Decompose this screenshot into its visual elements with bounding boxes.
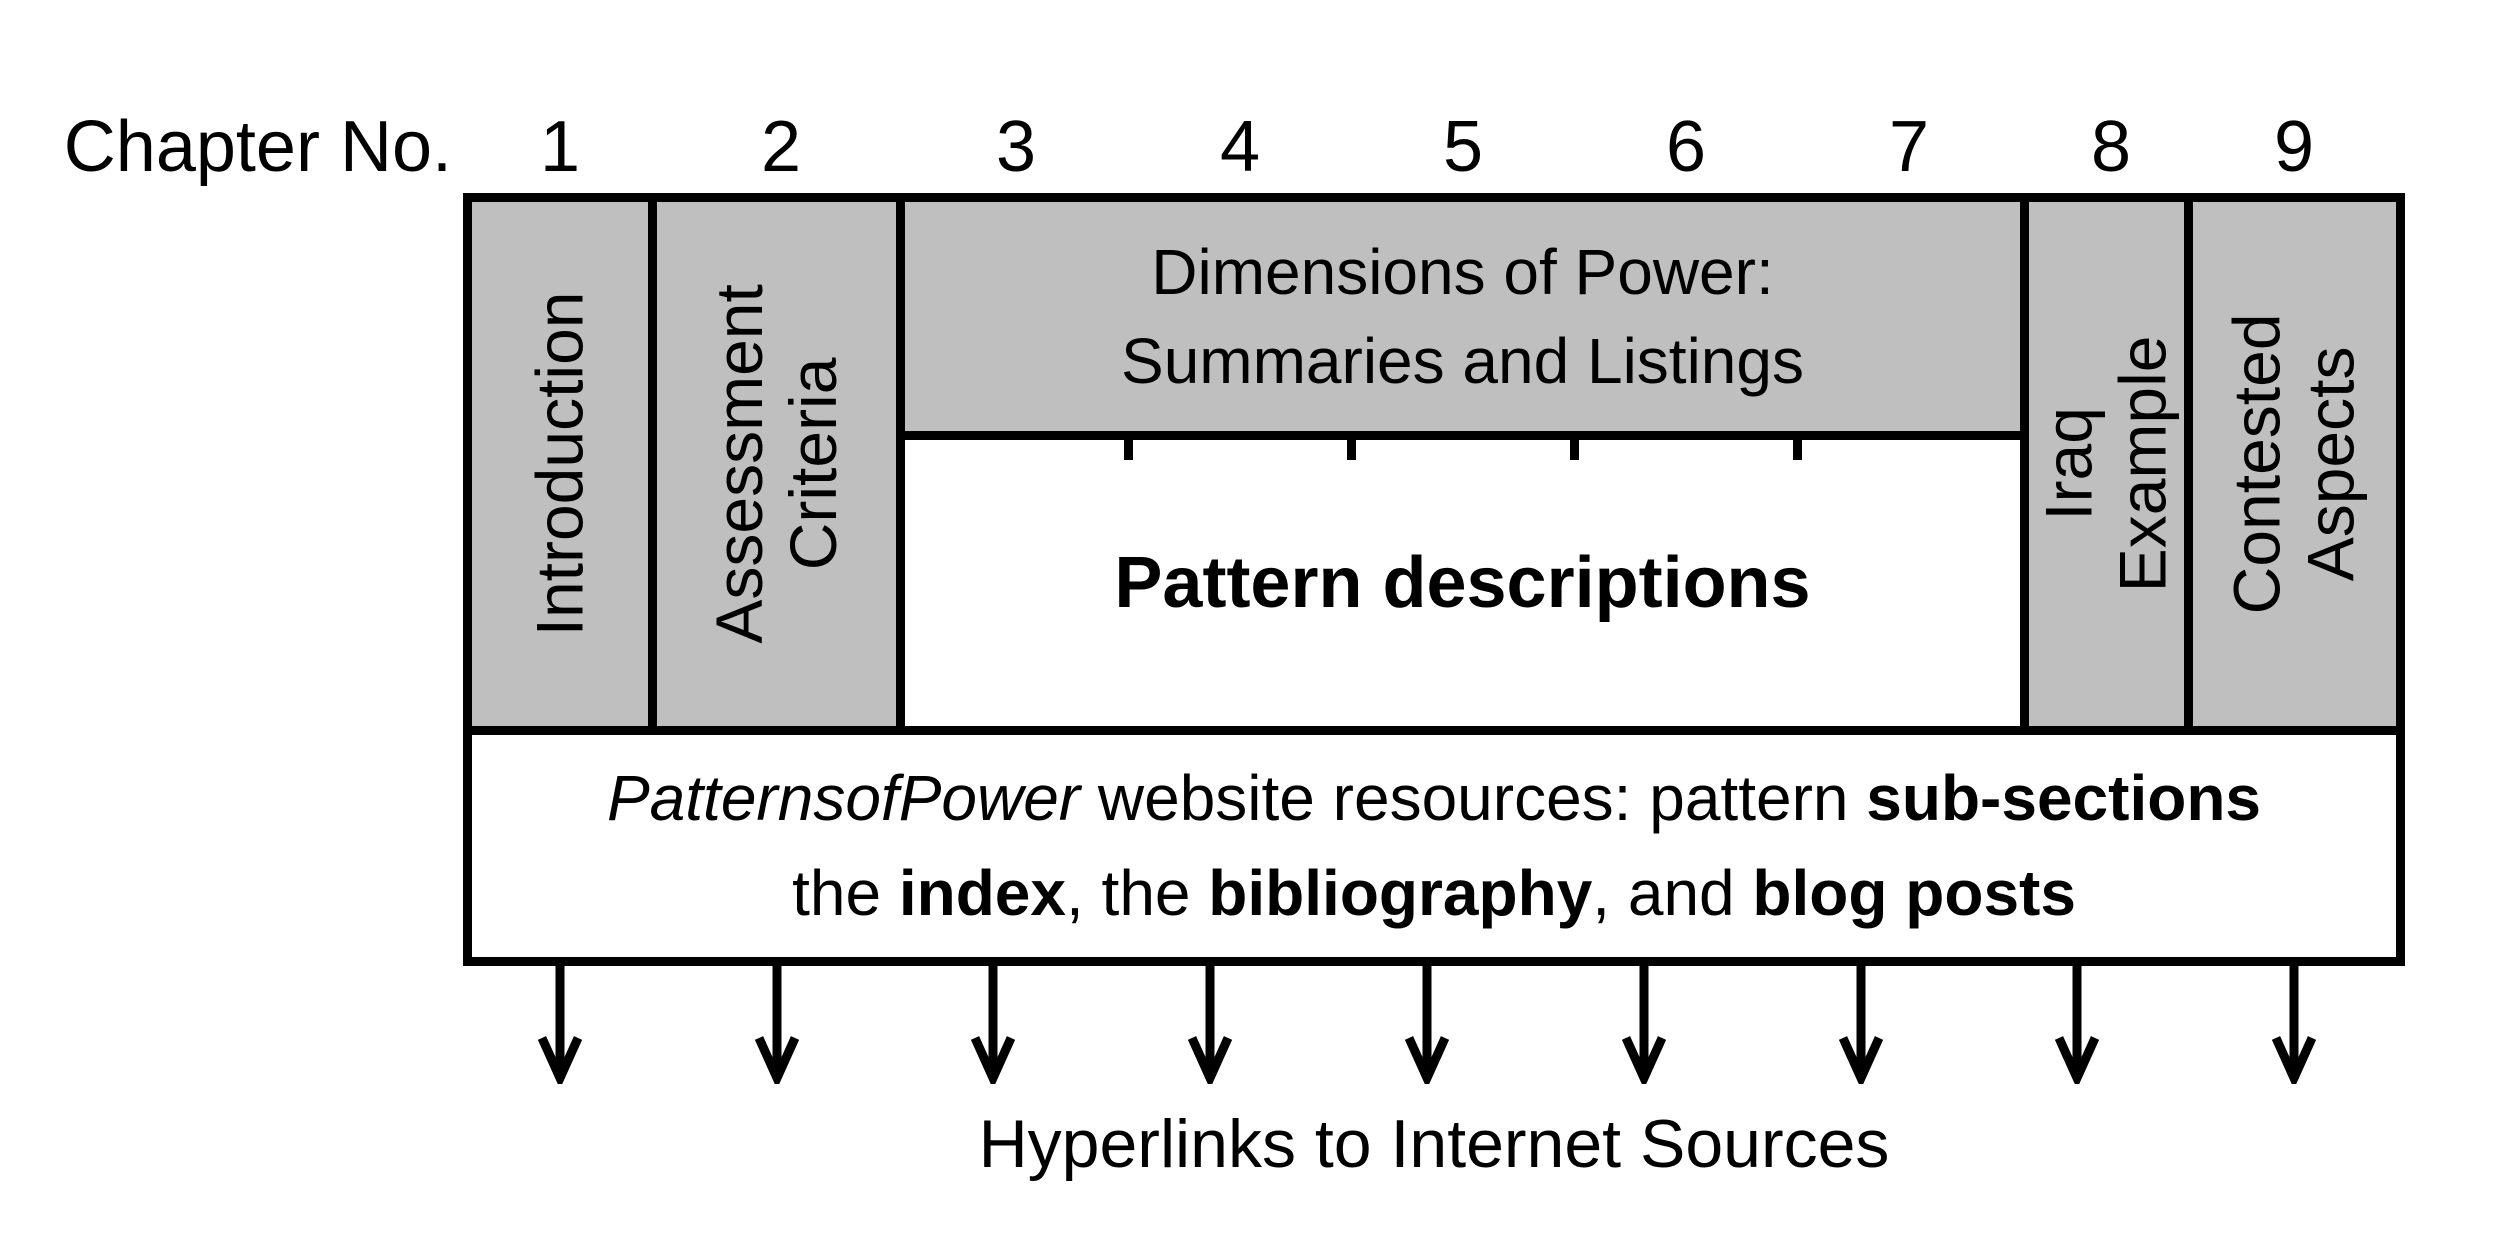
column-contested-aspects: Contested Aspects [2193,202,2396,726]
chapter-divider-tick [1570,440,1579,460]
chapter-number-5: 5 [1442,107,1484,187]
section-dimensions-of-power: Dimensions of Power: Summaries and Listi… [905,202,2029,726]
resources-text: , and [1592,857,1753,929]
chapter-number-7: 7 [1888,107,1930,187]
introduction-label: Introduction [522,291,597,637]
arrow-down-icon [1405,966,1449,1084]
resources-blog-posts: blog posts [1752,857,2076,929]
resources-line-1: PatternsofPower website resources: patte… [472,751,2396,846]
chapter-number-4: 4 [1219,107,1261,187]
website-resources-box: PatternsofPower website resources: patte… [463,726,2405,966]
chapter-number-8: 8 [2090,107,2132,187]
chapter-divider-tick [1347,440,1356,460]
chapter-number-row: Chapter No. 1 2 3 4 5 6 7 8 9 [0,104,2493,190]
column-introduction: Introduction [472,202,657,726]
arrow-down-icon [1188,966,1232,1084]
arrow-down-icon [2272,966,2316,1084]
arrow-down-icon [538,966,582,1084]
arrows-row [0,966,2493,1084]
resources-text: website resources: pattern [1080,762,1867,834]
resources-bibliography: bibliography [1208,857,1593,929]
arrow-down-icon [971,966,1015,1084]
column-iraq-example: Iraq Example [2029,202,2193,726]
resources-text: , the [1065,857,1209,929]
iraq-example-label: Iraq Example [2031,335,2180,593]
resources-line-2: the index, the bibliography, and blog po… [472,846,2396,941]
chapter-divider-tick [1793,440,1802,460]
chapter-number-1: 1 [539,107,581,187]
arrow-down-icon [1622,966,1666,1084]
resources-text: the [792,857,899,929]
chapter-number-2: 2 [760,107,802,187]
contested-aspects-label: Contested Aspects [2219,313,2368,615]
column-assessment-criteria: Assessment Criteria [657,202,905,726]
pattern-descriptions-label: Pattern descriptions [1114,543,1811,623]
chapter-divider-tick [1124,440,1133,460]
resources-subsections: sub-sections [1866,762,2262,834]
chapter-number-3: 3 [995,107,1037,187]
pattern-descriptions-area: Pattern descriptions [905,440,2020,726]
arrow-down-icon [2055,966,2099,1084]
resources-brand-name: PatternsofPower [606,762,1081,834]
arrow-down-icon [1839,966,1883,1084]
chapter-no-label: Chapter No. [63,107,452,187]
arrow-down-icon [755,966,799,1084]
resources-index: index [898,857,1066,929]
chapter-number-9: 9 [2273,107,2315,187]
dimensions-header-label: Dimensions of Power: Summaries and Listi… [1121,236,1804,397]
assessment-criteria-label: Assessment Criteria [701,284,850,644]
chapter-number-6: 6 [1665,107,1707,187]
book-structure-box: Introduction Assessment Criteria Dimensi… [463,193,2405,735]
hyperlinks-caption: Hyperlinks to Internet Sources [978,1106,1890,1182]
dimensions-header: Dimensions of Power: Summaries and Listi… [905,202,2020,440]
